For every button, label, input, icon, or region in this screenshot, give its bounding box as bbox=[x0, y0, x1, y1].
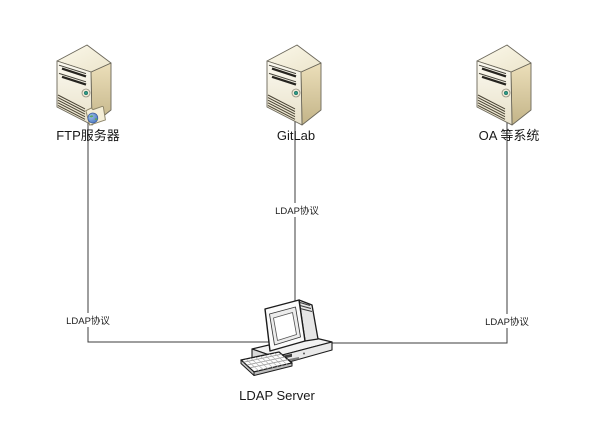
shared-folder-globe-icon bbox=[84, 101, 108, 127]
node-label-ftp-server: FTP服务器 bbox=[56, 128, 120, 143]
server-tower-icon bbox=[475, 43, 533, 127]
edge-ftp-to-ldap bbox=[87, 120, 278, 343]
node-label-ldap-server: LDAP Server bbox=[239, 388, 315, 403]
node-label-gitlab: GitLab bbox=[276, 128, 316, 143]
edge-label-ldap-protocol-middle: LDAP协议 bbox=[274, 203, 320, 217]
edge-label-ldap-protocol-left: LDAP协议 bbox=[65, 313, 111, 327]
desktop-computer-icon bbox=[239, 296, 335, 382]
node-label-oa-systems: OA 等系统 bbox=[478, 128, 540, 143]
server-tower-icon bbox=[265, 43, 323, 127]
edge-label-ldap-protocol-right: LDAP协议 bbox=[484, 314, 530, 328]
edge-oa-to-ldap bbox=[330, 121, 508, 344]
